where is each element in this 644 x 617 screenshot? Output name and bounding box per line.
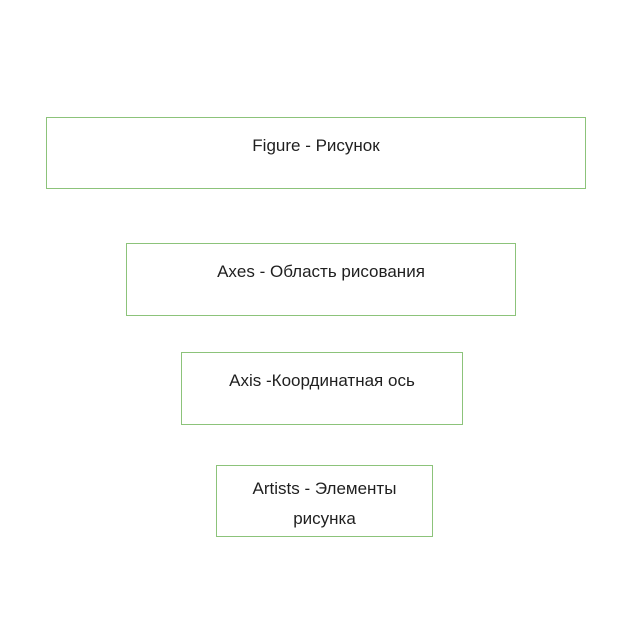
artists-box: Artists - Элементы рисунка [216, 465, 433, 537]
axes-label: Axes - Область рисования [217, 262, 425, 281]
artists-label: Artists - Элементы рисунка [252, 479, 397, 528]
figure-box: Figure - Рисунок [46, 117, 586, 189]
axis-box: Axis -Координатная ось [181, 352, 463, 425]
axis-label: Axis -Координатная ось [229, 371, 415, 390]
axes-box: Axes - Область рисования [126, 243, 516, 316]
figure-label: Figure - Рисунок [252, 136, 380, 155]
